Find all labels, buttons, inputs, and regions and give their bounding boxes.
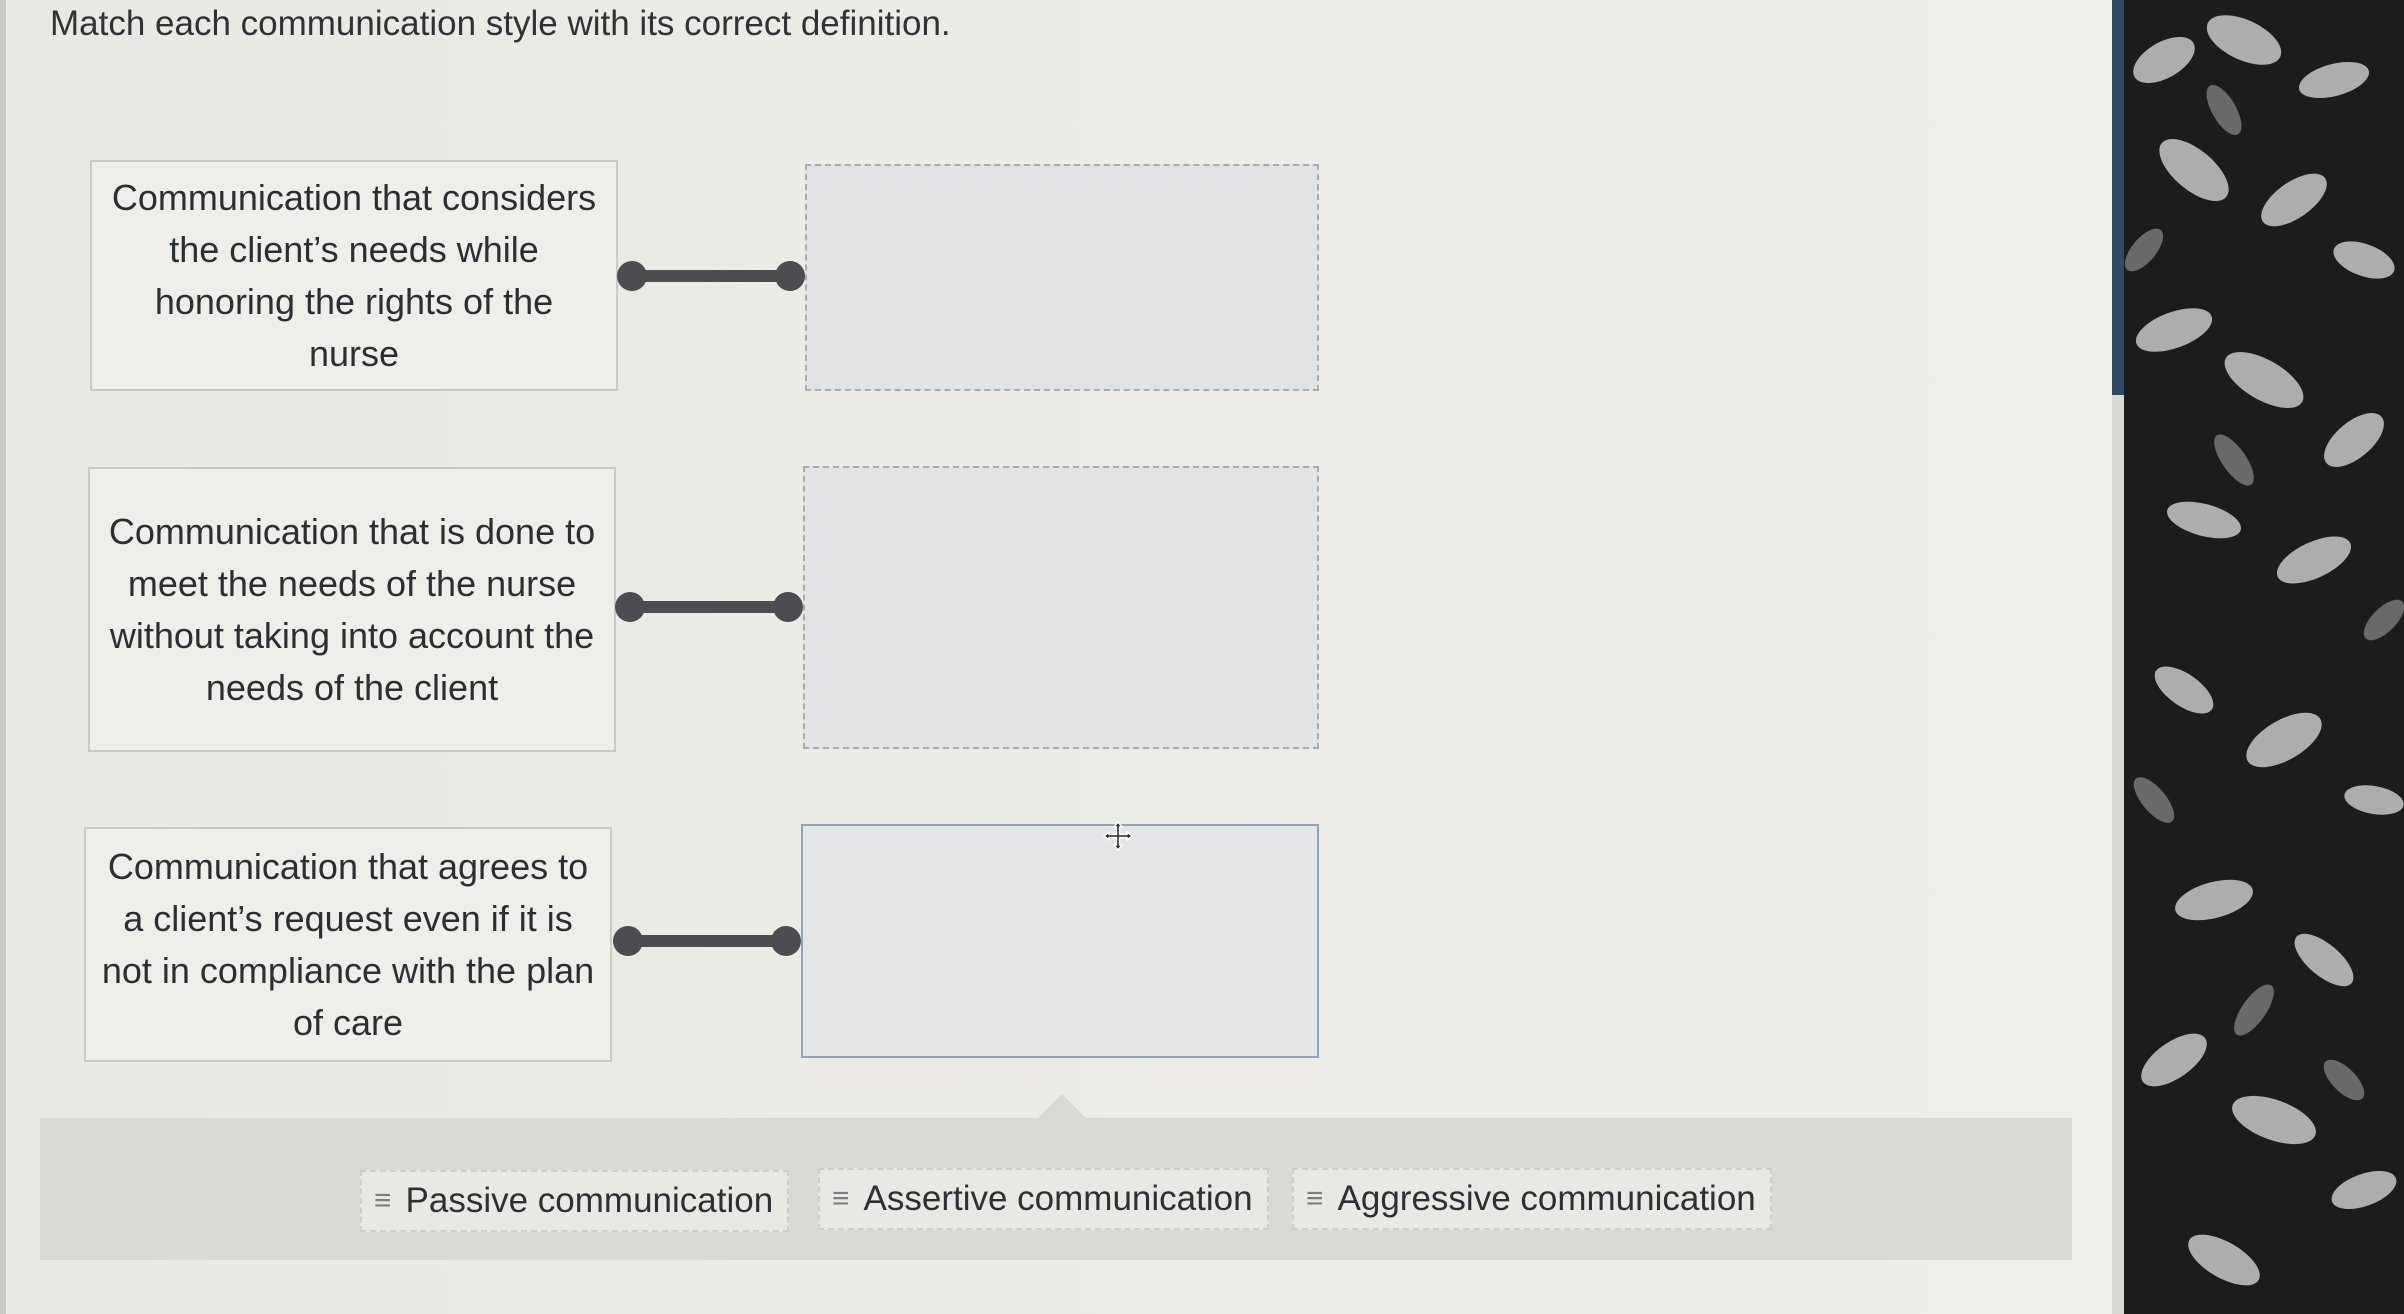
connector-line-3 [626, 935, 786, 947]
connector-dot-left-1 [617, 261, 647, 291]
choice-aggressive-communication[interactable]: ≡ Aggressive communication [1292, 1168, 1772, 1230]
move-cursor-icon [1102, 820, 1134, 852]
drop-zone-1[interactable] [805, 164, 1319, 391]
background-foliage-photo [2124, 0, 2404, 1314]
definition-text-2: Communication that is done to meet the n… [108, 510, 596, 708]
connector-line-1 [630, 270, 790, 282]
choice-assertive-communication[interactable]: ≡ Assertive communication [818, 1168, 1269, 1230]
tray-pointer [1038, 1094, 1086, 1118]
definition-text-1: Communication that considers the client’… [111, 176, 597, 374]
connector-dot-right-1 [775, 261, 805, 291]
choice-passive-communication[interactable]: ≡ Passive communication [360, 1170, 790, 1232]
drop-zone-2[interactable] [803, 466, 1319, 749]
drop-zone-3[interactable] [801, 824, 1319, 1058]
definition-box-3: Communication that agrees to a client’s … [84, 827, 612, 1062]
choice-label: Aggressive communication [1337, 1179, 1756, 1218]
connector-dot-left-2 [615, 592, 645, 622]
left-edge-border [0, 0, 6, 1314]
connector-line-2 [628, 601, 788, 613]
choice-label: Assertive communication [863, 1179, 1253, 1218]
question-instruction: Match each communication style with its … [50, 4, 951, 43]
definition-box-1: Communication that considers the client’… [90, 160, 618, 391]
drag-handle-icon: ≡ [1306, 1182, 1324, 1215]
definition-text-3: Communication that agrees to a client’s … [101, 845, 595, 1043]
connector-dot-right-3 [771, 926, 801, 956]
drag-handle-icon: ≡ [374, 1184, 392, 1217]
drag-handle-icon: ≡ [832, 1182, 850, 1215]
matching-question-panel: Match each communication style with its … [0, 0, 2112, 1314]
connector-dot-right-2 [773, 592, 803, 622]
definition-box-2: Communication that is done to meet the n… [88, 467, 616, 752]
window-edge-strip-lower [2112, 395, 2124, 1314]
choice-label: Passive communication [405, 1181, 774, 1220]
connector-dot-left-3 [613, 926, 643, 956]
